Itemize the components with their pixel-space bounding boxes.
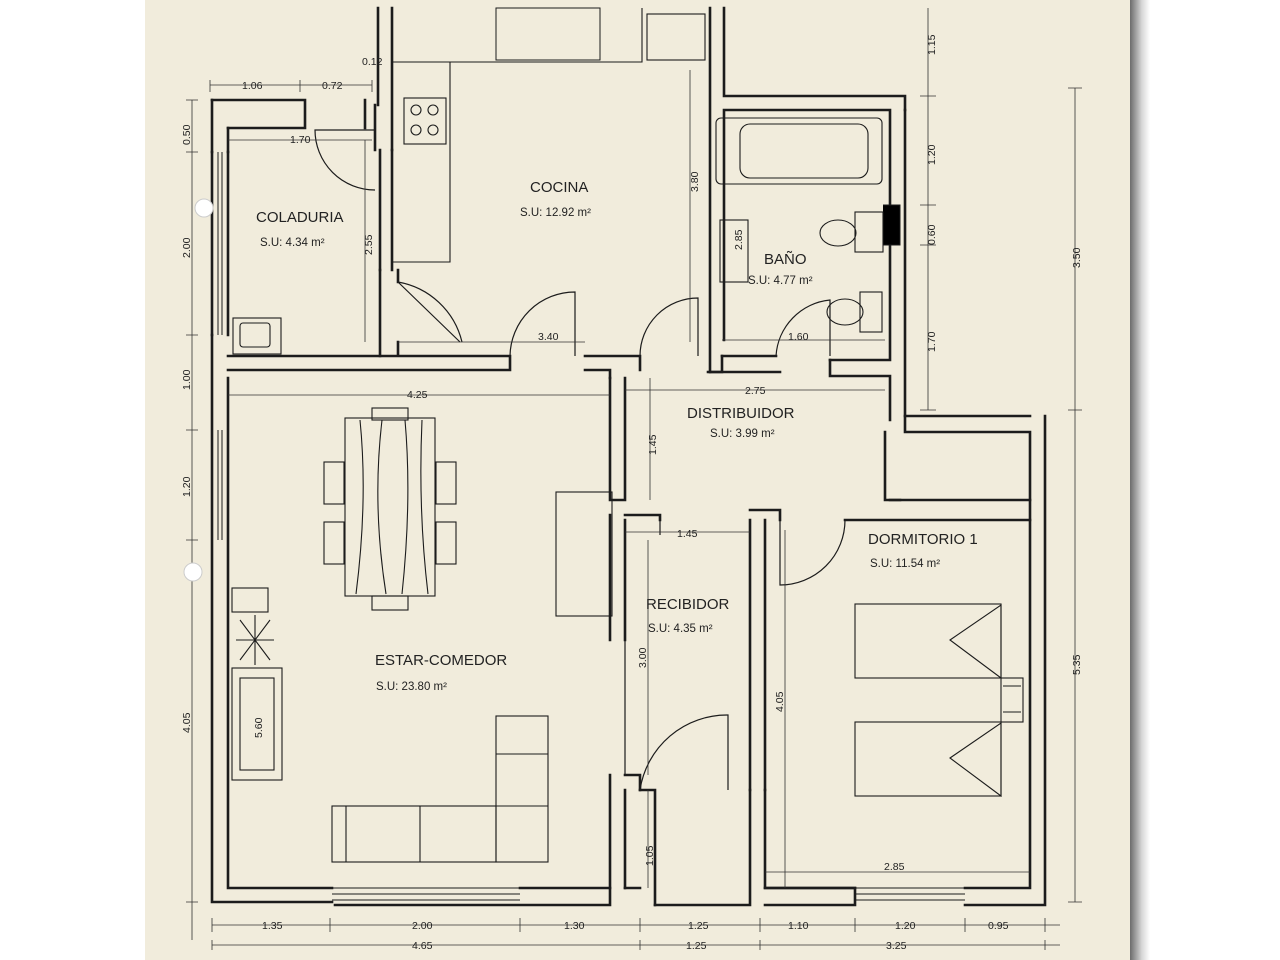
dim-recibidor-1-05: 1.05 [644,845,656,866]
binder-holes [183,198,214,582]
labels: COCINA S.U: 12.92 m² COLADURIA S.U: 4.34… [256,179,978,693]
room-name-coladuria: COLADURIA [256,209,344,226]
dim-top-1-06: 1.06 [242,80,263,92]
dim-fireplace-5-60: 5.60 [253,717,265,738]
dim-right-0-60: 0.60 [926,224,938,245]
dim-right-1-15: 1.15 [926,34,938,55]
furniture [231,8,1024,863]
room-area-dormitorio-1: S.U: 11.54 m² [870,558,940,570]
room-area-estar-comedor: S.U: 23.80 m² [376,681,447,693]
dim-total-1-25: 1.25 [686,940,707,952]
dim-bottom-1-25: 1.25 [688,920,709,932]
dim-coladuria-1-70: 1.70 [290,134,311,146]
dim-right-5-35: 5.35 [1071,654,1083,675]
room-name-dormitorio-1: DORMITORIO 1 [868,531,978,548]
dim-bottom-2-00: 2.00 [412,920,433,932]
dim-total-3-25: 3.25 [886,940,907,952]
room-area-coladuria: S.U: 4.34 m² [260,237,325,249]
binder-hole-bottom [183,562,203,582]
room-area-cocina: S.U: 12.92 m² [520,207,591,219]
dim-bottom-1-35: 1.35 [262,920,283,932]
paper-sheet [145,0,1130,960]
windows [217,7,965,901]
dim-left-4-05: 4.05 [181,712,193,733]
dim-total-4-65: 4.65 [412,940,433,952]
dim-left-0-50: 0.50 [181,124,193,145]
dimension-labels: 1.06 0.72 0.12 1.70 0.50 2.00 1.00 1.20 … [181,34,1083,952]
room-area-bano: S.U: 4.77 m² [748,275,813,287]
dim-bottom-0-95: 0.95 [988,920,1009,932]
dim-right-3-50: 3.50 [1071,247,1083,268]
room-name-estar-comedor: ESTAR-COMEDOR [375,652,507,669]
dim-h-2-75: 2.75 [745,385,766,397]
dim-left-2-00: 2.00 [181,237,193,258]
doors [314,129,846,791]
room-area-distribuidor: S.U: 3.99 m² [710,428,775,440]
walls [210,6,1047,907]
dim-left-1-20: 1.20 [181,476,193,497]
dim-right-1-70: 1.70 [926,331,938,352]
room-name-distribuidor: DISTRIBUIDOR [687,405,795,422]
dim-recibidor-1-45: 1.45 [677,528,698,540]
dim-top-0-12: 0.12 [362,56,383,68]
dim-recibidor-3-00: 3.00 [637,647,649,668]
dim-dormitorio-2-85: 2.85 [884,861,905,873]
dim-kitchen-2-55: 2.55 [363,234,375,255]
dim-h-1-60: 1.60 [788,331,809,343]
dim-bottom-1-30: 1.30 [564,920,585,932]
dimension-lines [186,8,1082,950]
dim-top-0-72: 0.72 [322,80,343,92]
binder-hole-top [194,198,214,218]
room-name-recibidor: RECIBIDOR [646,596,730,613]
room-name-bano: BAÑO [764,251,807,268]
dim-h-4-25: 4.25 [407,389,428,401]
dim-dormitorio-4-05: 4.05 [774,691,786,712]
page-shadow [1130,0,1150,960]
dim-kitchen-3-80: 3.80 [689,171,701,192]
dim-bath-2-85: 2.85 [733,229,745,250]
dim-bottom-1-10: 1.10 [788,920,809,932]
room-area-recibidor: S.U: 4.35 m² [648,623,713,635]
dim-h-3-40: 3.40 [538,331,559,343]
dim-right-1-20: 1.20 [926,144,938,165]
dim-bottom-1-20: 1.20 [895,920,916,932]
dim-distribuidor-1-45: 1.45 [647,434,659,455]
dim-left-1-00: 1.00 [181,369,193,390]
room-name-cocina: COCINA [530,179,588,196]
